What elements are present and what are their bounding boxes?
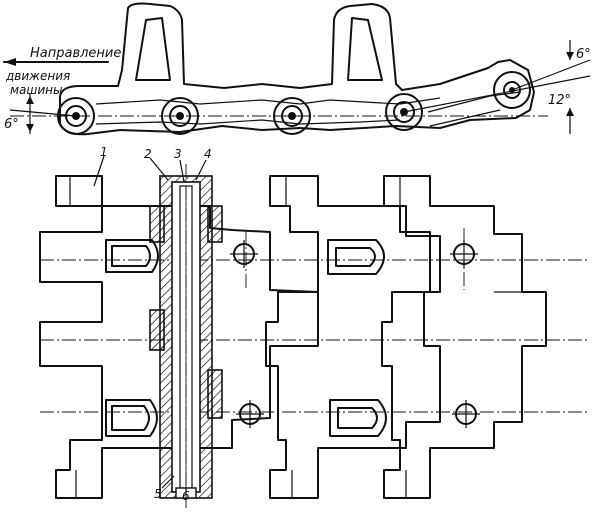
part-number-1: 1 <box>100 145 108 159</box>
part-number-3: 3 <box>174 147 182 161</box>
direction-label-line3: машины <box>10 83 63 97</box>
angle-label-left: 6° <box>4 117 19 132</box>
part-number-6: 6 <box>182 489 190 503</box>
pin-section <box>149 164 223 508</box>
pin-joint <box>273 97 311 135</box>
pin-joint <box>57 97 95 135</box>
pin-joint <box>385 93 423 131</box>
pin-joint <box>161 97 199 135</box>
angle-label-right-top: 6° <box>576 47 591 62</box>
track-shoe <box>265 175 480 499</box>
part-number-5: 5 <box>154 487 162 501</box>
side-view-chain <box>3 2 591 136</box>
part-number-4: 4 <box>204 147 212 161</box>
angle-label-right-bottom: 12° <box>548 93 571 108</box>
part-leaders <box>93 155 207 494</box>
track-shoe <box>381 175 547 499</box>
part-number-2: 2 <box>144 147 152 161</box>
plan-view-track <box>39 164 590 508</box>
track-shoe <box>39 175 319 499</box>
direction-label-line1: Направление <box>30 46 121 61</box>
direction-label-line2: движения <box>5 69 70 83</box>
